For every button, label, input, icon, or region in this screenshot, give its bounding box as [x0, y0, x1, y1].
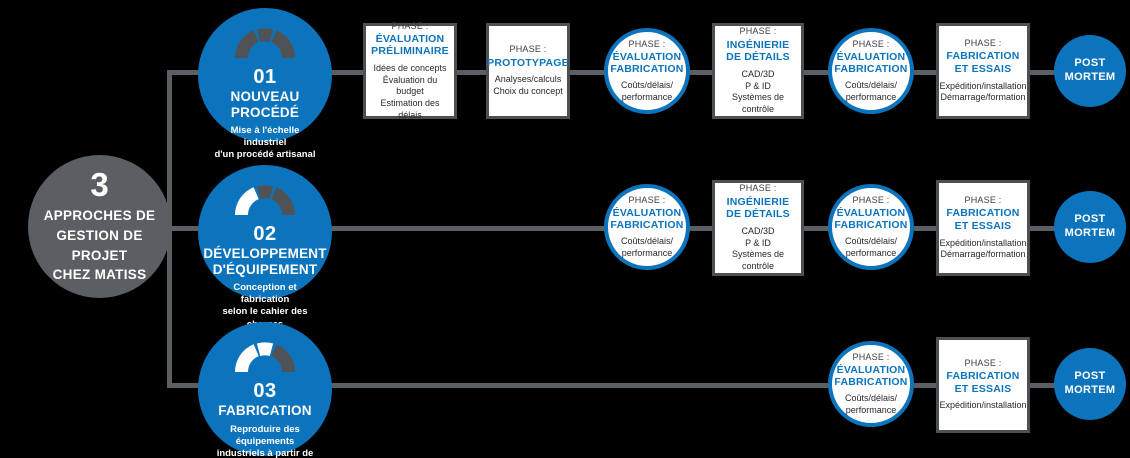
phase-body: Coûts/délais/ performance — [844, 236, 898, 258]
phase-label: PHASE : — [852, 194, 890, 205]
connector-r1-c — [568, 70, 606, 75]
connector-r1-d — [688, 70, 716, 75]
stage-number-03: 03 — [253, 380, 277, 402]
phase-body: Expédition/installation Démarrage/format… — [939, 237, 1027, 260]
gauge-icon — [233, 26, 297, 64]
phase-title: ÉVALUATION FABRICATION — [834, 50, 908, 76]
connector-r2-b — [688, 226, 716, 231]
phase-body: Analyses/calculs Choix du concept — [493, 74, 563, 96]
phase-label: PHASE : — [852, 38, 890, 49]
phase-body: Coûts/délais/ performance — [844, 393, 898, 415]
post-mortem-label: POST MORTEM — [1064, 57, 1116, 83]
phase-label: PHASE : — [628, 38, 666, 49]
phase-label: PHASE : — [964, 38, 1002, 49]
phase-title: ÉVALUATION FABRICATION — [610, 206, 684, 232]
phase-body: Coûts/délais/ performance — [620, 80, 674, 102]
phase-box-r1-fabrication-et-essais[interactable]: PHASE : FABRICATION ET ESSAIS Expédition… — [936, 23, 1030, 119]
phase-label: PHASE : — [964, 195, 1002, 206]
post-mortem-circle-row2[interactable]: POST MORTEM — [1054, 191, 1126, 263]
phase-box-r1-prototypage[interactable]: PHASE : PROTOTYPAGE Analyses/calculs Cho… — [486, 23, 570, 119]
phase-body: CAD/3D P & ID Systèmes de contrôle — [731, 225, 785, 271]
phase-title: FABRICATION ET ESSAIS — [946, 207, 1020, 232]
ring-circle-r2-evaluation-fabrication[interactable]: PHASE : ÉVALUATION FABRICATION Coûts/dél… — [604, 184, 690, 270]
phase-label: PHASE : — [509, 44, 547, 55]
post-mortem-label: POST MORTEM — [1064, 213, 1116, 239]
phase-body: Expédition/installation — [939, 400, 1027, 411]
phase-label: PHASE : — [628, 194, 666, 205]
connector-r2-d — [914, 226, 940, 231]
phase-title: ÉVALUATION FABRICATION — [834, 206, 908, 232]
phase-label: PHASE : — [852, 351, 890, 362]
phase-body: Coûts/délais/ performance — [620, 236, 674, 258]
connector-r2-c — [800, 226, 832, 231]
stage-circle-01[interactable]: 01 NOUVEAU PROCÉDÉ Mise à l'échelle indu… — [198, 8, 332, 160]
connector-r2-e — [1026, 226, 1058, 231]
connector-arm-row2 — [167, 226, 212, 231]
stage-title-01: NOUVEAU PROCÉDÉ — [230, 89, 300, 120]
root-subtitle: APPROCHES DE GESTION DE PROJET CHEZ MATI… — [43, 208, 156, 283]
connector-r3-c — [1026, 383, 1058, 388]
root-node[interactable]: 3 APPROCHES DE GESTION DE PROJET CHEZ MA… — [28, 155, 171, 298]
phase-body: Expédition/installation Démarrage/format… — [939, 80, 1027, 103]
gauge-icon — [233, 340, 297, 378]
phase-label: PHASE : — [739, 183, 777, 194]
connector-arm-row3 — [167, 383, 212, 388]
phase-body: Idées de concepts Évaluation du budget E… — [373, 63, 447, 120]
phase-box-r1-ingenierie-de-details[interactable]: PHASE : INGÉNIERIE DE DÉTAILS CAD/3D P &… — [712, 23, 804, 119]
ring-circle-r2-evaluation-fabrication-2[interactable]: PHASE : ÉVALUATION FABRICATION Coûts/dél… — [828, 184, 914, 270]
connector-r1-f — [914, 70, 940, 75]
phase-title: ÉVALUATION FABRICATION — [610, 50, 684, 76]
root-number: 3 — [90, 166, 109, 204]
phase-box-r3-fabrication-et-essais[interactable]: PHASE : FABRICATION ET ESSAIS Expédition… — [936, 337, 1030, 433]
ring-circle-r1-evaluation-fabrication-2[interactable]: PHASE : ÉVALUATION FABRICATION Coûts/dél… — [828, 28, 914, 114]
gauge-icon — [233, 183, 297, 221]
phase-label: PHASE : — [391, 20, 429, 31]
phase-title: INGÉNIERIE DE DÉTAILS — [726, 38, 790, 64]
phase-title: FABRICATION ET ESSAIS — [946, 50, 1020, 75]
connector-r1-e — [800, 70, 832, 75]
phase-box-r2-ingenierie-de-details[interactable]: PHASE : INGÉNIERIE DE DÉTAILS CAD/3D P &… — [712, 180, 804, 276]
stage-circle-03[interactable]: 03 FABRICATION Reproduire des équipement… — [198, 322, 332, 458]
phase-title: ÉVALUATION PRÉLIMINAIRE — [371, 32, 449, 58]
ring-circle-r3-evaluation-fabrication[interactable]: PHASE : ÉVALUATION FABRICATION Coûts/dél… — [828, 341, 914, 427]
connector-r2-a — [320, 226, 608, 231]
connector-r3-b — [914, 383, 940, 388]
connector-arm-row1 — [167, 70, 212, 75]
phase-box-r2-fabrication-et-essais[interactable]: PHASE : FABRICATION ET ESSAIS Expédition… — [936, 180, 1030, 276]
stage-description-03: Reproduire des équipements industriels à… — [216, 423, 314, 458]
phase-body: Coûts/délais/ performance — [844, 80, 898, 102]
stage-title-03: FABRICATION — [218, 403, 312, 418]
phase-label: PHASE : — [964, 357, 1002, 368]
ring-circle-r1-evaluation-fabrication[interactable]: PHASE : ÉVALUATION FABRICATION Coûts/dél… — [604, 28, 690, 114]
phase-body: CAD/3D P & ID Systèmes de contrôle — [731, 68, 785, 114]
phase-title: ÉVALUATION FABRICATION — [834, 363, 908, 389]
post-mortem-circle-row3[interactable]: POST MORTEM — [1054, 348, 1126, 420]
phase-box-r1-evaluation-preliminaire[interactable]: PHASE : ÉVALUATION PRÉLIMINAIRE Idées de… — [363, 20, 457, 120]
connector-r3-a — [320, 383, 832, 388]
post-mortem-label: POST MORTEM — [1064, 370, 1116, 396]
post-mortem-circle-row1[interactable]: POST MORTEM — [1054, 35, 1126, 107]
connector-r1-b — [455, 70, 488, 75]
phase-title: INGÉNIERIE DE DÉTAILS — [726, 195, 790, 221]
stage-number-02: 02 — [253, 223, 277, 245]
connector-r1-g — [1026, 70, 1058, 75]
phase-title: FABRICATION ET ESSAIS — [946, 370, 1020, 395]
stage-number-01: 01 — [253, 66, 277, 88]
phase-label: PHASE : — [739, 26, 777, 37]
phase-title: PROTOTYPAGE — [487, 56, 569, 69]
stage-title-02: DÉVELOPPEMENT D'ÉQUIPEMENT — [203, 246, 327, 277]
stage-description-01: Mise à l'échelle industriel d'un procédé… — [214, 125, 316, 161]
stage-circle-02[interactable]: 02 DÉVELOPPEMENT D'ÉQUIPEMENT Conception… — [198, 165, 332, 342]
connector-r1-a — [320, 70, 365, 75]
